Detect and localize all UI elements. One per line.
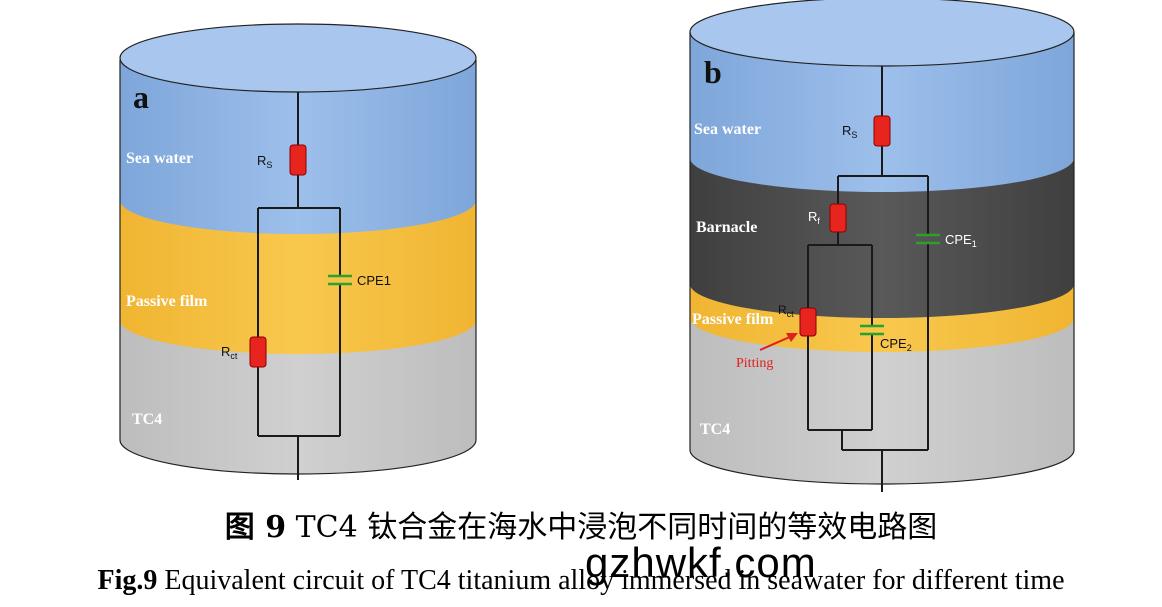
caption-en-text: Equivalent circuit of TC4 titanium alloy… xyxy=(157,565,1065,596)
circuit-a-wires xyxy=(257,92,341,480)
resistor-rs-a xyxy=(289,144,307,176)
caption-english: Fig.9 Equivalent circuit of TC4 titanium… xyxy=(0,564,1162,598)
resistor-rs-b xyxy=(873,115,891,147)
pitting-arrow xyxy=(759,333,798,351)
label-rf-b: Rf xyxy=(808,209,820,226)
label-rs-b: RS xyxy=(842,123,857,140)
label-passive-film-a: Passive film xyxy=(126,293,208,310)
panel-a: a Sea water Passive film TC4 RS CPE1 Rct xyxy=(119,23,477,480)
label-passive-film-b: Passive film xyxy=(692,311,774,328)
panel-b: b Sea water Barnacle Passive film TC4 RS… xyxy=(689,0,1075,492)
caption-cn-prefix: 图 9 xyxy=(224,510,287,545)
capacitor-cpe1-a xyxy=(328,274,352,286)
seawater-top-surface xyxy=(119,23,477,93)
caption-chinese: 图 9 TC4 钛合金在海水中浸泡不同时间的等效电路图 xyxy=(0,510,1162,546)
label-tc4-a: TC4 xyxy=(132,411,162,428)
caption-en-prefix: Fig.9 xyxy=(97,565,158,596)
barnacle-layer xyxy=(690,158,1074,318)
diagram-canvas: a Sea water Passive film TC4 RS CPE1 Rct xyxy=(119,0,1075,492)
tc4-layer-b xyxy=(690,318,1074,484)
capacitor-cpe2-b xyxy=(860,324,884,336)
label-tc4-b: TC4 xyxy=(700,421,730,438)
label-rct-a: Rct xyxy=(221,344,238,361)
tc4-layer xyxy=(120,320,476,474)
label-barnacle: Barnacle xyxy=(696,219,757,236)
panel-b-letter: b xyxy=(704,54,722,90)
label-seawater-a: Sea water xyxy=(126,150,193,167)
label-seawater-b: Sea water xyxy=(694,121,761,138)
passive-film-layer xyxy=(120,200,476,354)
resistor-rf-b xyxy=(829,203,847,233)
label-rs-a: RS xyxy=(257,153,272,170)
caption-cn-text: TC4 钛合金在海水中浸泡不同时间的等效电路图 xyxy=(286,510,938,545)
resistor-rct-b xyxy=(799,307,817,337)
circuit-b-wires xyxy=(807,66,929,492)
label-cpe1-a: CPE1 xyxy=(357,273,391,288)
label-cpe1-b: CPE1 xyxy=(945,232,977,249)
label-cpe2-b: CPE2 xyxy=(880,336,912,353)
watermark: gzhwkf.com xyxy=(585,539,817,586)
label-rct-b: Rct xyxy=(778,303,794,319)
label-pitting: Pitting xyxy=(736,356,773,371)
resistor-rct-a xyxy=(249,336,267,368)
capacitor-cpe1-b xyxy=(916,233,940,245)
panel-a-letter: a xyxy=(133,79,149,115)
seawater-top-surface-b xyxy=(689,0,1075,67)
